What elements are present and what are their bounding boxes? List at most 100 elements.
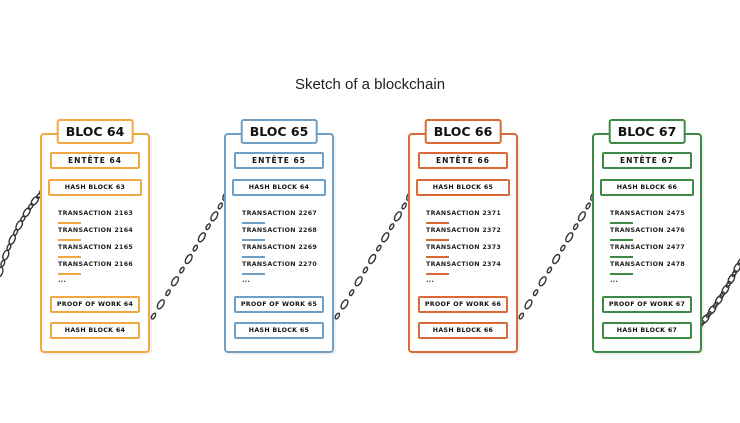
chain-link (714, 294, 724, 306)
chain-link (20, 215, 26, 223)
chain-link (150, 312, 157, 320)
transaction-item: TRANSACTION 2166 (58, 261, 138, 275)
chain-link (354, 276, 363, 287)
transaction-underline (58, 256, 81, 258)
chain-link (559, 244, 566, 252)
transaction-item: TRANSACTION 2268 (242, 227, 322, 241)
chain-link (731, 269, 738, 278)
transaction-label: TRANSACTION 2371 (426, 210, 502, 217)
transaction-underline (242, 222, 265, 224)
chain-link (375, 244, 382, 252)
chain-link (334, 312, 341, 320)
chain-link (348, 289, 355, 297)
block-66: BLOC 66 ENTÊTE 66 HASH BLOCK 65 TRANSACT… (408, 119, 518, 353)
block-header: ENTÊTE 65 (234, 152, 324, 169)
transaction-underline (610, 239, 633, 241)
block-hash: HASH BLOCK 64 (50, 322, 140, 339)
chain-link (401, 202, 407, 210)
chain-link (0, 259, 6, 268)
block-title: BLOC 65 (240, 119, 318, 144)
transaction-label: TRANSACTION 2270 (242, 261, 318, 268)
previous-hash: HASH BLOCK 65 (416, 179, 510, 196)
transaction-label: TRANSACTION 2267 (242, 210, 318, 217)
chain-link (210, 211, 219, 222)
transaction-label: TRANSACTION 2373 (426, 244, 502, 251)
transaction-label: TRANSACTION 2163 (58, 210, 134, 217)
chain-link (700, 314, 710, 325)
chain-link (27, 203, 34, 210)
transaction-label: TRANSACTION 2372 (426, 227, 502, 234)
chain-link (156, 299, 165, 310)
block-hash: HASH BLOCK 66 (418, 322, 508, 339)
transaction-underline (242, 239, 265, 241)
chain-link (192, 244, 199, 252)
transaction-item: TRANSACTION 2372 (426, 227, 506, 241)
chain-link (737, 258, 740, 266)
proof-of-work: PROOF OF WORK 66 (418, 296, 508, 313)
chain-link (22, 207, 31, 218)
chain-link (393, 211, 403, 222)
transaction-item: TRANSACTION 2374 (426, 261, 506, 275)
chain-link (585, 202, 591, 210)
transaction-label: TRANSACTION 2165 (58, 244, 134, 251)
block-65: BLOC 65 ENTÊTE 65 HASH BLOCK 64 TRANSACT… (224, 119, 334, 353)
transaction-underline (58, 222, 81, 224)
transaction-item: TRANSACTION 2478 (610, 261, 690, 275)
block-hash: HASH BLOCK 67 (602, 322, 692, 339)
chain-link (2, 249, 10, 261)
chain-link (165, 289, 171, 297)
transaction-item: TRANSACTION 2476 (610, 227, 690, 241)
chain-link (518, 312, 525, 320)
chain-link (538, 276, 547, 287)
chain-link (707, 304, 717, 315)
transaction-underline (242, 256, 265, 258)
more-transactions: ... (58, 276, 66, 284)
chain-link (524, 299, 533, 310)
more-transactions: ... (242, 276, 250, 284)
chain-link (381, 232, 390, 243)
transaction-underline (58, 273, 81, 275)
block-67: BLOC 67 ENTÊTE 67 HASH BLOCK 66 TRANSACT… (592, 119, 702, 353)
transaction-label: TRANSACTION 2478 (610, 261, 686, 268)
previous-hash: HASH BLOCK 66 (600, 179, 694, 196)
transaction-label: TRANSACTION 2164 (58, 227, 134, 234)
transaction-underline (58, 239, 81, 241)
proof-of-work: PROOF OF WORK 67 (602, 296, 692, 313)
transaction-label: TRANSACTION 2477 (610, 244, 686, 251)
chain-link (205, 223, 211, 231)
chain-link (0, 266, 4, 278)
transaction-underline (426, 273, 449, 275)
transaction-item: TRANSACTION 2163 (58, 210, 138, 224)
chain-link (719, 291, 725, 299)
transaction-underline (242, 273, 265, 275)
transaction-label: TRANSACTION 2166 (58, 261, 134, 268)
chain-link (733, 262, 740, 274)
chain-link (368, 253, 377, 265)
chain-link (388, 223, 395, 231)
chain-link (170, 276, 180, 287)
previous-hash: HASH BLOCK 63 (48, 179, 142, 196)
chain-link (725, 280, 732, 288)
transaction-item: TRANSACTION 2475 (610, 210, 690, 224)
block-header: ENTÊTE 64 (50, 152, 140, 169)
chain-link (705, 311, 712, 318)
transaction-item: TRANSACTION 2477 (610, 244, 690, 258)
block-64: BLOC 64 ENTÊTE 64 HASH BLOCK 63 TRANSACT… (40, 119, 150, 353)
transaction-item: TRANSACTION 2164 (58, 227, 138, 241)
chain-link (362, 266, 369, 274)
transaction-item: TRANSACTION 2269 (242, 244, 322, 258)
transaction-underline (426, 239, 449, 241)
diagram-title: Sketch of a blockchain (294, 76, 446, 93)
chain-link (30, 195, 40, 206)
chain-link (184, 253, 193, 265)
transaction-label: TRANSACTION 2269 (242, 244, 318, 251)
chain-link (340, 299, 349, 310)
previous-hash: HASH BLOCK 64 (232, 179, 326, 196)
block-header: ENTÊTE 67 (602, 152, 692, 169)
block-title: BLOC 66 (424, 119, 502, 144)
transaction-underline (610, 222, 633, 224)
chain-link (565, 232, 574, 243)
proof-of-work: PROOF OF WORK 64 (50, 296, 140, 313)
transaction-item: TRANSACTION 2270 (242, 261, 322, 275)
transaction-underline (610, 273, 633, 275)
